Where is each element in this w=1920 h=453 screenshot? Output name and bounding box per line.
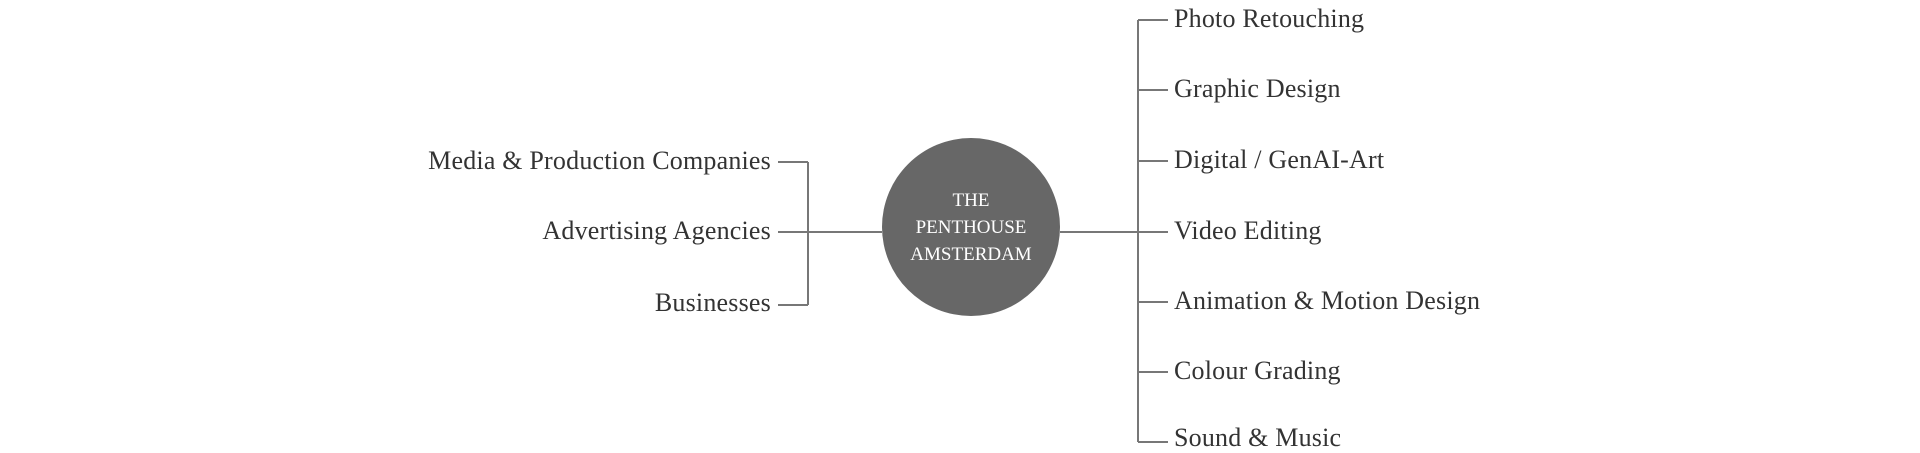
service-label-sound-music: Sound & Music — [1174, 423, 1342, 452]
service-label-animation-motion-design: Animation & Motion Design — [1174, 286, 1481, 315]
hub-title-line-2: PENTHOUSE — [915, 216, 1027, 238]
service-label-graphic-design: Graphic Design — [1174, 74, 1341, 103]
client-label-advertising-agencies: Advertising Agencies — [542, 216, 771, 245]
hub-circle: THE PENTHOUSE AMSTERDAM — [882, 138, 1060, 316]
service-label-photo-retouching: Photo Retouching — [1174, 4, 1365, 33]
client-label-media-production: Media & Production Companies — [428, 146, 771, 175]
hub-title-line-1: THE — [952, 189, 990, 211]
service-label-digital-genai-art: Digital / GenAI-Art — [1174, 145, 1385, 174]
service-label-video-editing: Video Editing — [1174, 216, 1322, 245]
hub-title-line-3: AMSTERDAM — [910, 243, 1032, 265]
client-label-businesses: Businesses — [654, 288, 771, 317]
service-label-colour-grading: Colour Grading — [1174, 356, 1341, 385]
